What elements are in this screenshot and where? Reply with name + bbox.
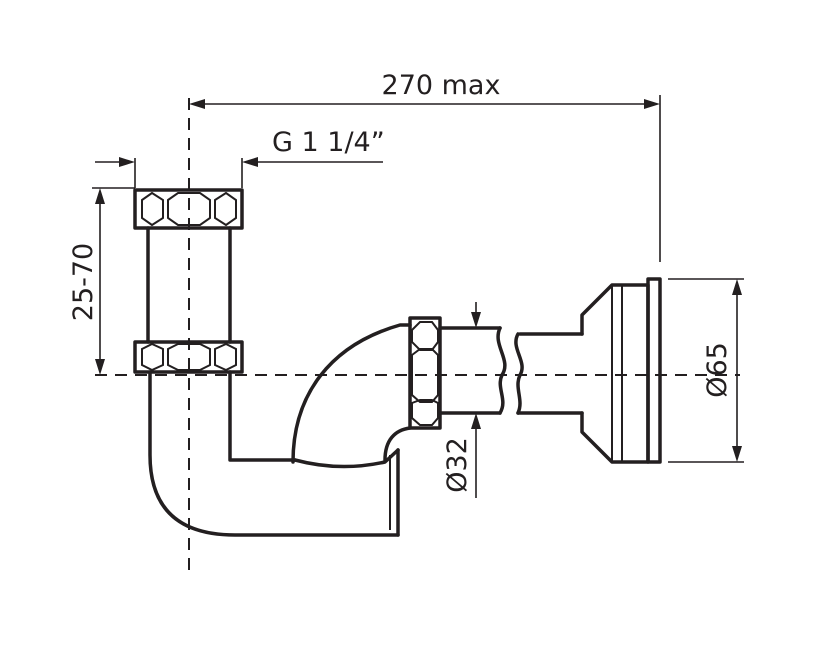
- outlet-diameter-label: Ø65: [702, 342, 733, 398]
- vertical-tube: [146, 226, 232, 344]
- thread-label: G 1 1/4”: [272, 127, 385, 158]
- horizontal-pipe: [438, 326, 584, 415]
- dimension-overall-length: 270 max: [189, 70, 661, 262]
- dimension-outlet-diameter: Ø65: [668, 278, 744, 463]
- trap-bend: [148, 370, 400, 537]
- dimension-pipe-diameter: Ø32: [442, 302, 492, 498]
- height-range-label: 25-70: [68, 243, 99, 321]
- overall-length-label: 270 max: [382, 70, 501, 101]
- elbow-nut: [408, 316, 442, 430]
- top-nut: [133, 188, 244, 230]
- dimension-thread: G 1 1/4”: [95, 127, 385, 188]
- elbow: [291, 323, 412, 464]
- dimension-height-range: 25-70: [68, 187, 135, 375]
- wall-rosette: [580, 277, 662, 464]
- center-lines: [95, 98, 740, 575]
- pipe-diameter-label: Ø32: [442, 437, 473, 493]
- lower-nut: [133, 340, 244, 374]
